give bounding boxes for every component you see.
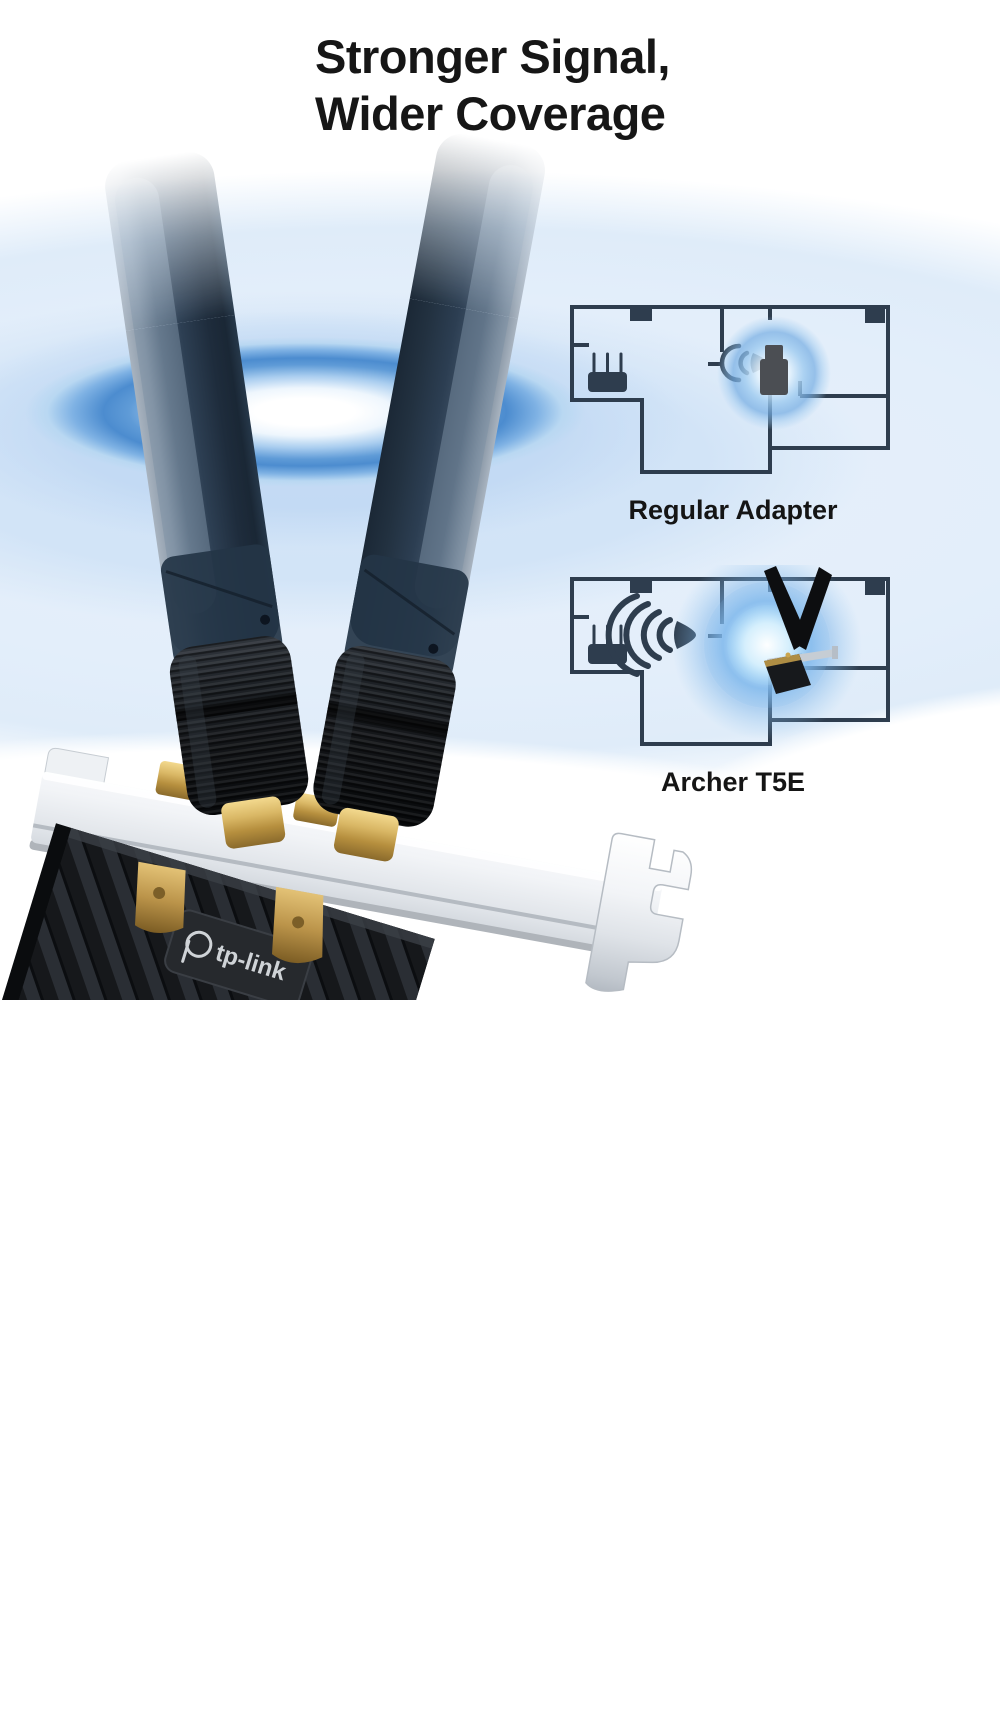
right-antenna — [313, 133, 545, 862]
bracket-end-tab — [585, 832, 693, 992]
diagram-archer-t5e: Archer T5E — [563, 565, 903, 798]
page-title-line1: Stronger Signal, — [315, 30, 671, 83]
page-title: Stronger Signal, Wider Coverage — [315, 28, 671, 143]
tplink-logo-icon — [181, 930, 213, 963]
diagram-label-regular: Regular Adapter — [628, 495, 838, 525]
diagram-label-archer: Archer T5E — [660, 767, 806, 797]
floor-plan — [570, 305, 890, 474]
router-icon — [588, 352, 627, 392]
left-antenna — [105, 152, 309, 849]
page-title-line2: Wider Coverage — [315, 87, 666, 141]
product-photo: tp-link — [0, 133, 693, 1000]
usb-adapter-icon — [760, 345, 788, 395]
diagram-regular-adapter: Regular Adapter — [563, 293, 903, 526]
pcie-adapter-icon — [764, 566, 838, 694]
